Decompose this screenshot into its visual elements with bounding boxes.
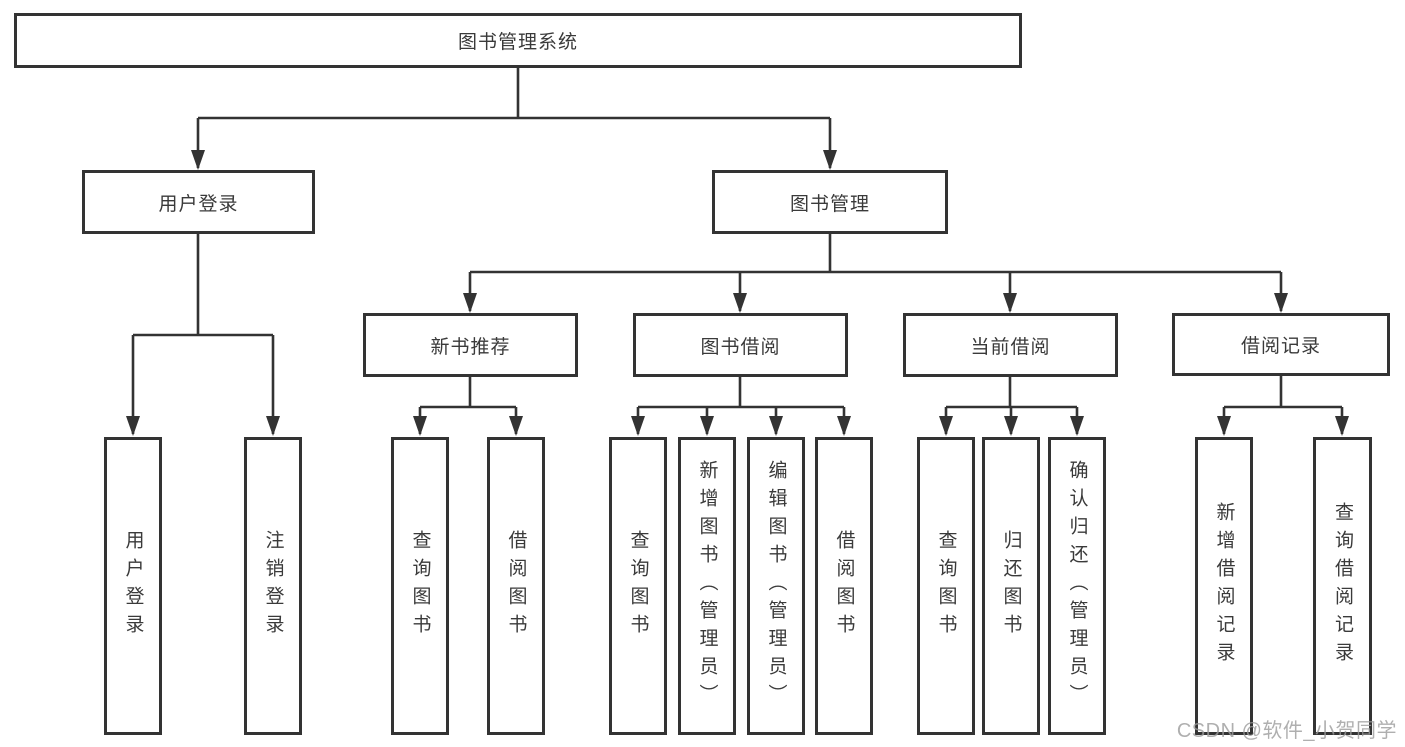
- node-br-search-record-label: 查询借阅记录: [1332, 502, 1353, 670]
- node-bb-edit-books-admin: 编辑图书（管理员）: [747, 437, 805, 735]
- node-borrowing-records-label: 借阅记录: [1240, 336, 1321, 357]
- node-user-login-label: 用户登录: [158, 193, 239, 215]
- node-new-book-recommend: 新书推荐: [363, 313, 578, 377]
- node-bb-search-books-label: 查询图书: [627, 530, 649, 642]
- node-cb-confirm-return-admin-label: 确认归还（管理员）: [1066, 460, 1088, 712]
- node-leaf-logout-label: 注销登录: [262, 530, 284, 642]
- node-rec-borrow-books: 借阅图书: [487, 437, 545, 735]
- node-root-label: 图书管理系统: [457, 32, 578, 53]
- node-book-borrowing-label: 图书借阅: [700, 336, 781, 358]
- node-rec-search-books-label: 查询图书: [409, 530, 431, 642]
- node-bb-search-books: 查询图书: [609, 437, 667, 735]
- node-bb-borrow-books: 借阅图书: [815, 437, 873, 735]
- node-br-search-record: 查询借阅记录: [1313, 437, 1372, 735]
- node-book-management: 图书管理: [712, 170, 948, 234]
- node-leaf-logout: 注销登录: [244, 437, 302, 735]
- node-rec-search-books: 查询图书: [391, 437, 449, 735]
- watermark: CSDN @软件_小贺同学: [1176, 720, 1397, 742]
- node-leaf-user-login: 用户登录: [104, 437, 162, 735]
- node-borrowing-records: 借阅记录: [1172, 313, 1390, 376]
- node-user-login: 用户登录: [82, 170, 315, 234]
- node-rec-borrow-books-label: 借阅图书: [505, 530, 527, 642]
- node-bb-add-books-admin: 新增图书（管理员）: [678, 437, 736, 735]
- node-cb-search-books: 查询图书: [917, 437, 975, 735]
- node-book-borrowing: 图书借阅: [633, 313, 848, 377]
- node-book-management-label: 图书管理: [789, 193, 870, 215]
- node-bb-borrow-books-label: 借阅图书: [833, 530, 855, 642]
- node-br-add-record: 新增借阅记录: [1195, 437, 1253, 735]
- node-bb-add-books-admin-label: 新增图书（管理员）: [696, 460, 718, 712]
- node-leaf-user-login-label: 用户登录: [122, 530, 144, 642]
- node-current-borrowing: 当前借阅: [903, 313, 1118, 377]
- node-root: 图书管理系统: [14, 13, 1022, 68]
- node-cb-confirm-return-admin: 确认归还（管理员）: [1048, 437, 1106, 735]
- node-br-add-record-label: 新增借阅记录: [1213, 502, 1235, 670]
- node-cb-search-books-label: 查询图书: [935, 530, 957, 642]
- node-current-borrowing-label: 当前借阅: [970, 336, 1051, 358]
- node-cb-return-books-label: 归还图书: [1000, 530, 1022, 642]
- node-cb-return-books: 归还图书: [982, 437, 1040, 735]
- node-new-book-recommend-label: 新书推荐: [430, 336, 511, 358]
- node-bb-edit-books-admin-label: 编辑图书（管理员）: [765, 460, 787, 712]
